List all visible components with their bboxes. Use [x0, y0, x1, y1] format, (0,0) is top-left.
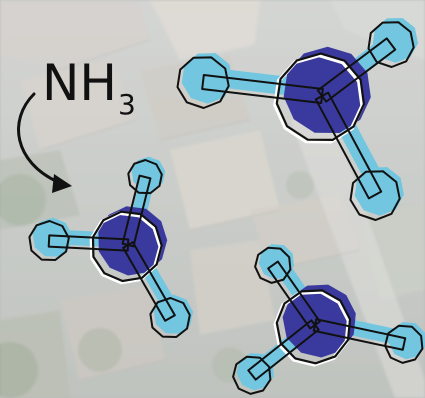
- curved-arrow-icon: [17, 92, 72, 193]
- bond-outline-2: [314, 91, 383, 200]
- hydrogen-atom-outline-0: [127, 159, 163, 195]
- bond-outline-0: [121, 174, 152, 248]
- formula-subscript: 3: [118, 88, 136, 121]
- hydrogen-atom-outline-0: [176, 56, 230, 109]
- hydrogen-atom-outline-0: [254, 246, 292, 284]
- bond-outline-0: [201, 74, 324, 104]
- left-molecule: [28, 156, 194, 338]
- hydrogen-atom-outline-1: [367, 21, 415, 68]
- large-molecule: [176, 18, 418, 221]
- formula-base: NH: [42, 54, 117, 112]
- bond-outline-1: [316, 37, 397, 103]
- ammonia-molecules: [28, 18, 425, 395]
- hydrogen-atom-outline-1: [28, 220, 70, 261]
- bond-outline-1: [47, 234, 130, 252]
- bond-outline-2: [122, 241, 176, 322]
- bond-outline-2: [247, 319, 320, 381]
- hydrogen-atom-outline-1: [384, 324, 424, 364]
- ammonia-formula: NH3: [42, 58, 136, 119]
- nitrogen-atom-outline: [275, 52, 365, 141]
- hydrogen-atom-outline-2: [349, 170, 401, 221]
- bond-outline-1: [312, 318, 407, 351]
- nitrogen-atom-outline: [91, 210, 163, 283]
- hydrogen-atom-outline-2: [149, 297, 191, 338]
- bond-outline-0: [267, 260, 321, 330]
- nitrogen-atom-outline: [275, 289, 352, 365]
- hydrogen-atom-outline-2: [232, 355, 272, 395]
- bottom-right-molecule: [232, 244, 425, 395]
